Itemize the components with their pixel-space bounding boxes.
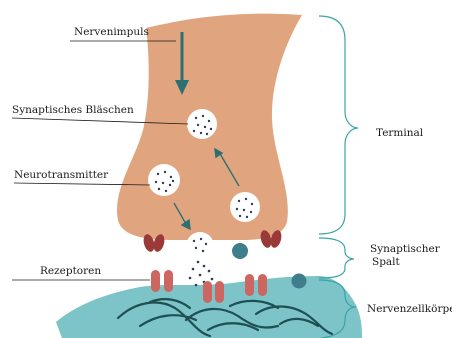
ion-presynaptic [232,243,248,259]
label-synaptic-vesicle: Synaptisches Bläschen [12,104,134,116]
vesicle-right [230,192,260,222]
vesicle-left [148,164,180,196]
label-synaptic-cleft-2: Spalt [372,256,401,268]
vesicle-releasing [186,232,214,260]
label-receptors: Rezeptoren [40,265,101,277]
label-terminal: Terminal [376,127,424,139]
label-cell-body: Nervenzellkörper [367,303,452,315]
ion-postsynaptic [292,274,307,289]
label-nervenimpuls: Nervenimpuls [74,26,149,38]
vesicle-top [187,109,217,139]
label-synaptic-cleft-1: Synaptischer [370,243,441,255]
label-neurotransmitter: Neurotransmitter [14,169,109,181]
